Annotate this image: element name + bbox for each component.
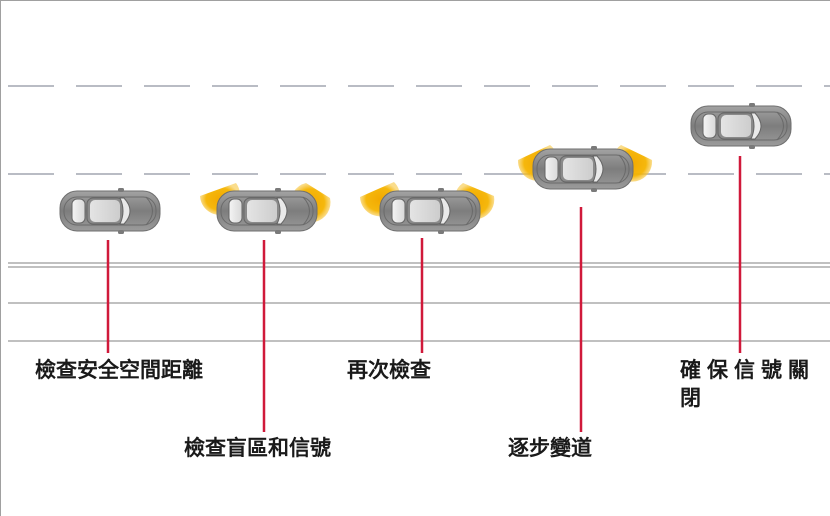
car-icon <box>690 102 792 150</box>
step-label-3: 再次檢查 <box>347 358 431 382</box>
step-label-2: 檢查盲區和信號 <box>184 436 331 460</box>
car-icon <box>379 187 481 235</box>
car-icon <box>216 187 318 235</box>
step-label-1: 檢查安全空間距離 <box>35 358 203 382</box>
step-label-4: 逐步變道 <box>508 436 592 460</box>
step-label-5: 確保信號關閉 <box>680 358 815 411</box>
car-icon <box>59 187 161 235</box>
car-icon <box>532 145 634 193</box>
